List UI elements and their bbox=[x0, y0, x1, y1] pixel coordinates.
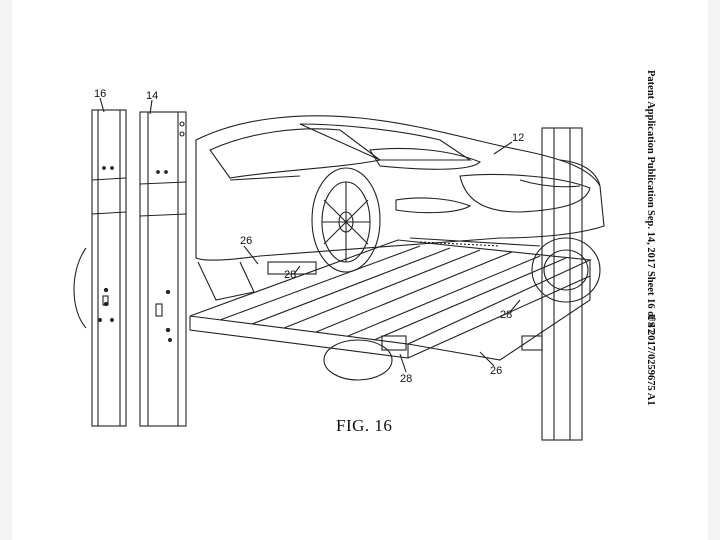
ref-label-14: 14 bbox=[146, 90, 158, 102]
left-column-14 bbox=[139, 111, 187, 427]
ref-label-16: 16 bbox=[94, 88, 106, 100]
vehicle-12 bbox=[73, 115, 605, 381]
ref-label-28-right: 28 bbox=[500, 309, 512, 321]
patent-sheet bbox=[12, 0, 708, 540]
ref-label-26-bottom: 26 bbox=[490, 365, 502, 377]
publication-number: US 2017/0259675 A1 bbox=[645, 314, 656, 406]
ref-label-12: 12 bbox=[512, 132, 524, 144]
battery-platform-26 bbox=[189, 237, 593, 361]
left-column-16 bbox=[91, 109, 127, 427]
publication-label: Patent Application Publication bbox=[645, 70, 656, 208]
ref-label-28-bottom: 28 bbox=[400, 373, 412, 385]
figure-caption: FIG. 16 bbox=[336, 416, 393, 435]
right-column bbox=[541, 127, 583, 441]
date-sheet-label: Sep. 14, 2017 Sheet 16 of 47 bbox=[645, 210, 656, 334]
ref-label-26-top: 26 bbox=[240, 235, 252, 247]
ref-label-28-top: 28 bbox=[284, 269, 296, 281]
